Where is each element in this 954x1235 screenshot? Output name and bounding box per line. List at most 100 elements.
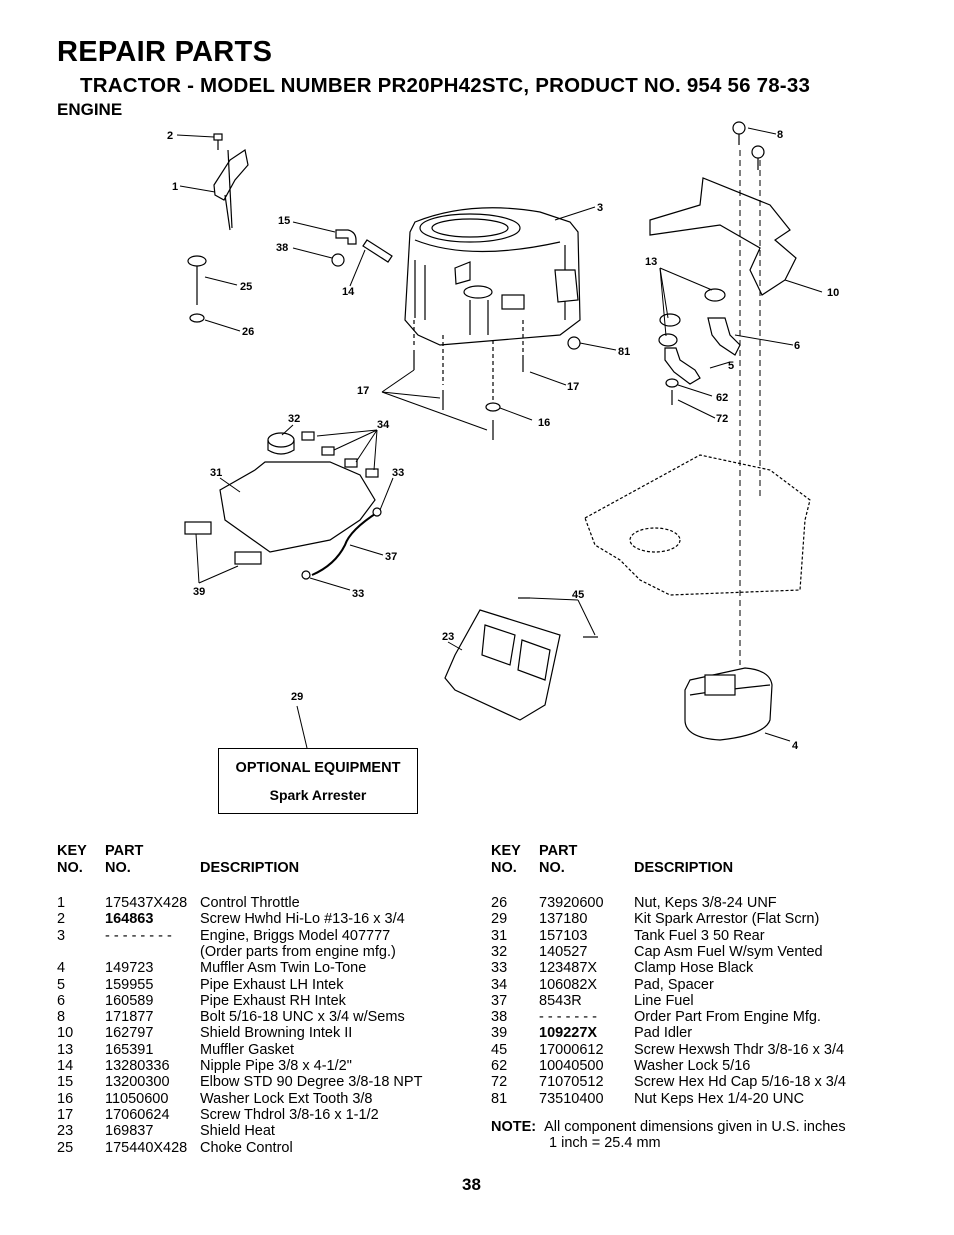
callout-label: 2 <box>167 130 173 142</box>
callout-label: 3 <box>597 202 603 214</box>
key-cell: 81 <box>491 1090 508 1107</box>
description-cell: Pipe Exhaust RH Intek <box>200 992 346 1009</box>
part-header: NO. <box>105 860 131 876</box>
key-header: NO. <box>57 860 83 876</box>
key-cell: 4 <box>57 960 66 977</box>
part-number-cell: - - - - - - - - <box>105 927 172 944</box>
dimension-note: NOTE: All component dimensions given in … <box>491 1119 846 1151</box>
part-number-cell: 175437X428 <box>105 895 188 911</box>
key-cell: 62 <box>491 1058 508 1074</box>
muffler-part <box>684 667 773 741</box>
note-line-2: 1 inch = 25.4 mm <box>549 1135 661 1151</box>
part-number-cell: 160589 <box>105 992 154 1009</box>
description-cell: Pad, Spacer <box>634 976 714 993</box>
key-header: NO. <box>491 860 517 876</box>
description-cell: Washer Lock 5/16 <box>634 1058 751 1074</box>
key-cell: 38 <box>491 1009 508 1026</box>
part-header: NO. <box>539 860 565 876</box>
key-cell: 26 <box>491 895 508 911</box>
callout-label: 23 <box>442 631 454 643</box>
part-number-cell: 175440X428 <box>105 1139 188 1156</box>
optional-equipment-box: OPTIONAL EQUIPMENT Spark Arrester <box>218 748 418 814</box>
model-subtitle: TRACTOR - MODEL NUMBER PR20PH42STC, PROD… <box>80 74 811 97</box>
description-cell: Shield Browning Intek II <box>200 1025 353 1042</box>
callout-label: 25 <box>240 281 252 293</box>
callout-label: 34 <box>377 419 390 431</box>
shield-and-bolts-part <box>649 121 797 296</box>
callout-label: 62 <box>716 392 728 404</box>
part-number-cell: 17060624 <box>105 1106 170 1123</box>
key-cell: 23 <box>57 1123 74 1140</box>
description-cell: Muffler Gasket <box>200 1041 295 1058</box>
description-cell: Order Part From Engine Mfg. <box>634 1009 821 1026</box>
part-number-cell: 162797 <box>105 1025 154 1042</box>
heat-shield-part <box>444 597 598 721</box>
description-cell: Bolt 5/16-18 UNC x 3/4 w/Sems <box>200 1009 405 1026</box>
description-cell: Nut Keps Hex 1/4-20 UNC <box>634 1090 805 1107</box>
description-cell: (Order parts from engine mfg.) <box>200 943 396 960</box>
fuel-tank-part <box>184 431 382 580</box>
key-cell: 14 <box>57 1058 74 1074</box>
key-cell: 1 <box>57 895 66 911</box>
control-throttle-part <box>213 133 249 231</box>
note-line-1: All component dimensions given in U.S. i… <box>544 1119 846 1135</box>
part-number-cell: 10040500 <box>539 1058 604 1074</box>
description-cell: Pad Idler <box>634 1025 693 1042</box>
description-cell: Washer Lock Ext Tooth 3/8 <box>200 1090 373 1107</box>
description-header: DESCRIPTION <box>200 860 300 876</box>
key-cell: 33 <box>491 960 508 977</box>
key-cell: 16 <box>57 1090 74 1107</box>
part-number-cell: 106082X <box>539 976 598 993</box>
part-number-cell: 13200300 <box>105 1074 170 1091</box>
part-number-cell: 140527 <box>539 943 588 960</box>
page-title: REPAIR PARTS <box>57 36 273 68</box>
description-cell: Nut, Keps 3/8-24 UNF <box>634 895 777 911</box>
callout-label: 32 <box>288 413 300 425</box>
key-cell: 45 <box>491 1041 508 1058</box>
engine-screws-part <box>413 320 581 440</box>
description-cell: Shield Heat <box>200 1123 275 1140</box>
part-number-cell: 171877 <box>105 1009 154 1026</box>
key-cell: 10 <box>57 1025 74 1042</box>
callout-label: 37 <box>385 551 397 563</box>
key-cell: 3 <box>57 927 66 944</box>
part-number-cell: 137180 <box>539 911 588 928</box>
callout-label: 17 <box>357 385 369 397</box>
part-number-cell: 13280336 <box>105 1058 170 1074</box>
description-cell: Line Fuel <box>634 992 694 1009</box>
exhaust-pipes-part <box>658 288 741 405</box>
callout-label: 45 <box>572 589 584 601</box>
part-number-cell: 157103 <box>539 927 588 944</box>
key-cell: 39 <box>491 1025 508 1042</box>
key-cell: 6 <box>57 992 66 1009</box>
description-cell: Choke Control <box>200 1139 293 1156</box>
callout-label: 29 <box>291 691 303 703</box>
description-cell: Elbow STD 90 Degree 3/8-18 NPT <box>200 1074 423 1091</box>
callout-label: 33 <box>392 467 404 479</box>
part-header: PART <box>105 843 144 859</box>
description-cell: Engine, Briggs Model 407777 <box>200 927 391 944</box>
part-number-cell: 8543R <box>539 992 582 1009</box>
callout-label: 1 <box>172 181 178 193</box>
key-cell: 72 <box>491 1074 508 1091</box>
key-cell: 37 <box>491 992 508 1009</box>
frame-plate-part <box>584 454 811 596</box>
callout-label: 33 <box>352 588 364 600</box>
callout-label: 17 <box>567 381 579 393</box>
key-cell: 31 <box>491 927 508 944</box>
part-number-cell: 149723 <box>105 960 154 977</box>
key-cell: 15 <box>57 1074 74 1091</box>
key-cell: 5 <box>57 976 66 993</box>
key-cell: 17 <box>57 1106 74 1123</box>
callout-label: 13 <box>645 256 657 268</box>
callout-label: 10 <box>827 287 839 299</box>
part-number-cell: 73920600 <box>539 895 604 911</box>
callout-label: 38 <box>276 242 288 254</box>
part-number-cell: 109227X <box>539 1025 598 1042</box>
key-cell: 13 <box>57 1041 74 1058</box>
engine-exploded-diagram: 2 1 15 38 14 3 8 13 10 25 26 6 5 81 17 1… <box>167 121 839 752</box>
callout-label: 5 <box>728 360 734 372</box>
callout-label: 14 <box>342 286 355 298</box>
key-cell: 25 <box>57 1139 74 1156</box>
callout-label: 81 <box>618 346 630 358</box>
